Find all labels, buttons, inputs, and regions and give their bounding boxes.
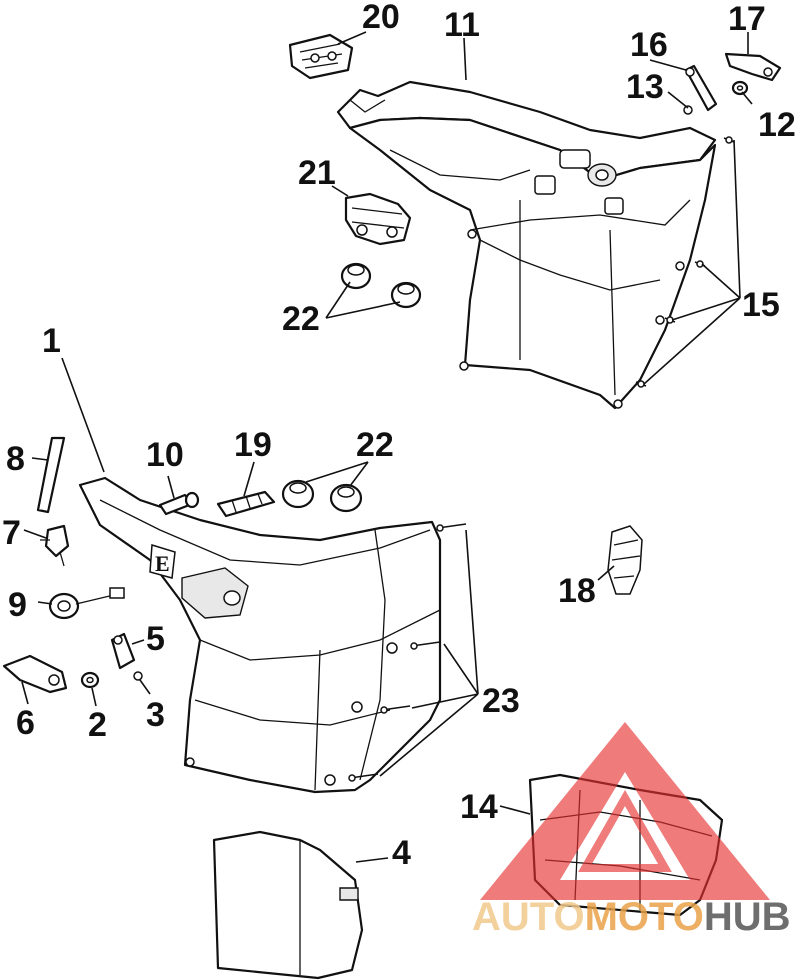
- watermark-moto: MOTO: [585, 895, 704, 939]
- callout-5: 5: [146, 620, 165, 658]
- watermark-hub: HUB: [704, 895, 791, 939]
- part-23-screws: [348, 523, 467, 782]
- part-2-washer: [80, 671, 100, 689]
- callout-3: 3: [146, 696, 165, 734]
- callout-13: 13: [626, 68, 664, 106]
- callout-15: 15: [742, 286, 780, 324]
- part-1-lower-cover: E: [78, 476, 442, 794]
- part-11-upper-cover: [336, 80, 717, 410]
- part-6-lever: [2, 654, 68, 694]
- callout-16: 16: [630, 26, 668, 64]
- callout-8: 8: [6, 440, 25, 478]
- part-8-rod: [36, 436, 66, 514]
- callout-2: 2: [88, 706, 107, 744]
- callout-10: 10: [146, 436, 184, 474]
- part-3-pin: [133, 671, 143, 681]
- callout-18: 18: [558, 572, 596, 610]
- part-20-latch-block: [288, 33, 354, 80]
- watermark-triangle-inner: [578, 789, 672, 872]
- part-7-fitting: [40, 524, 70, 567]
- svg-text:E: E: [155, 551, 170, 576]
- part-21-latch-assembly: [344, 192, 412, 246]
- automotohub-watermark: AUTOMOTOHUB: [472, 722, 791, 939]
- part-16-link: [684, 64, 718, 112]
- callout-4: 4: [392, 834, 411, 872]
- callout-23: 23: [482, 682, 520, 720]
- callout-7: 7: [2, 514, 21, 552]
- part-5-link: [110, 632, 136, 670]
- callout-14: 14: [460, 788, 498, 826]
- callout-1: 1: [42, 322, 61, 360]
- part-9-switch: [48, 587, 125, 620]
- callout-22-upper: 22: [282, 300, 320, 338]
- leader-lines: [21, 31, 753, 863]
- part-4-lower-panel: [212, 830, 364, 980]
- part-17-lever: [724, 52, 782, 82]
- callout-6: 6: [16, 704, 35, 742]
- part-19-pad: [216, 490, 276, 518]
- part-22-upper-grommets: [340, 262, 422, 309]
- callout-20: 20: [362, 0, 400, 36]
- part-13-pin: [683, 105, 693, 115]
- callout-17: 17: [728, 0, 766, 38]
- watermark-triangle-logo: [480, 722, 770, 900]
- part-18-seal: [607, 525, 643, 595]
- callout-9: 9: [8, 586, 27, 624]
- callout-labels: 20 11 16 17 13 12 21 22 15 1 8 10 19 22 …: [2, 0, 796, 872]
- callout-12: 12: [758, 106, 796, 144]
- watermark-auto: AUTO: [472, 895, 585, 939]
- part-10-bolt: [158, 491, 200, 516]
- part-15-screws: [635, 136, 735, 388]
- part-12-washer: [731, 80, 749, 96]
- part-22-lower-grommets: [281, 479, 363, 513]
- callout-22-lower: 22: [356, 426, 394, 464]
- callout-11: 11: [444, 6, 480, 44]
- callout-21: 21: [298, 154, 336, 192]
- callout-19: 19: [234, 426, 272, 464]
- svg-text:AUTOMOTOHUB: AUTOMOTOHUB: [472, 895, 791, 939]
